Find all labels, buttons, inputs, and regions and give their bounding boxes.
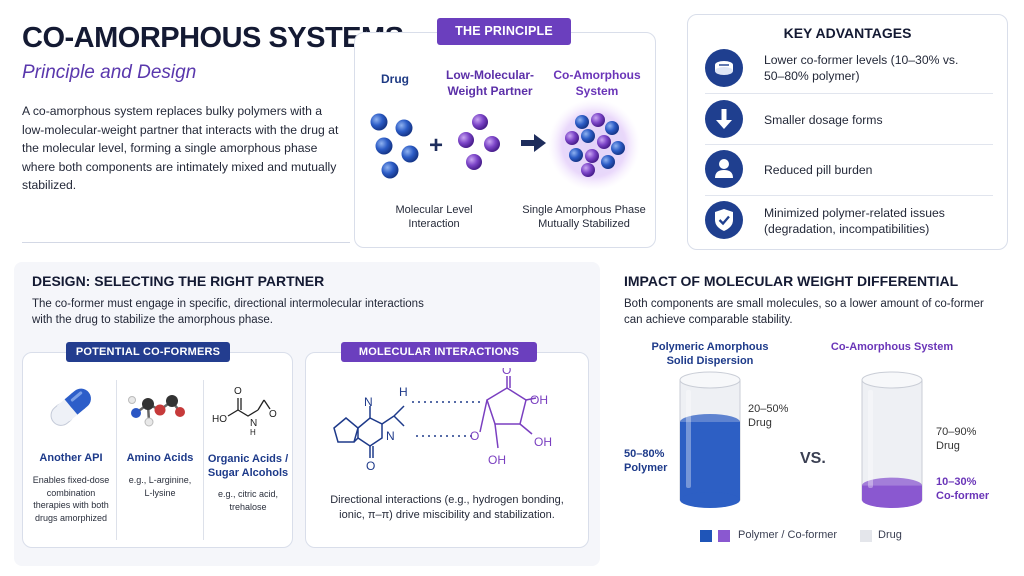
cylinder-base <box>862 492 922 508</box>
o-label: O <box>234 386 242 397</box>
principle-caption-right: Single Amorphous Phase Mutually Stabiliz… <box>522 204 646 230</box>
coformer-percent-label: 10–30% Co-former <box>936 476 990 502</box>
h-label: H <box>399 385 408 399</box>
legend-swatch-coformer <box>718 530 730 542</box>
o-label: O <box>366 459 375 473</box>
page-subtitle: Principle and Design <box>22 62 197 83</box>
amino-acid-model-icon <box>128 395 185 427</box>
cylinder-base <box>680 492 740 508</box>
advantage-item: Lower co-former levels (10–30% vs. 50–80… <box>705 47 995 89</box>
cylinder-title: Polymeric Amorphous Solid Dispersion <box>651 341 769 367</box>
o-label: O <box>470 429 479 443</box>
tablet-icon <box>705 49 743 87</box>
advantage-divider <box>705 93 993 94</box>
impact-description: Both components are small molecules, so … <box>624 298 984 326</box>
intro-text: A co-amorphous system replaces bulky pol… <box>22 104 339 192</box>
cylinder-chart <box>679 371 923 508</box>
coformers-badge: POTENTIAL CO-FORMERS <box>66 342 230 362</box>
polymer-percent-label: 50–80% Polymer <box>624 448 668 474</box>
advantage-text: Reduced pill burden <box>764 163 873 177</box>
advantage-divider <box>705 144 993 145</box>
coformer-divider <box>116 380 117 540</box>
h-label: H <box>250 428 256 437</box>
oh-label: OH <box>530 393 548 407</box>
arrow-right-icon <box>521 134 546 152</box>
result-label: Co-Amorphous System <box>553 68 641 98</box>
polymeric-cylinder <box>679 371 741 508</box>
drug-percent-label: 70–90% Drug <box>936 426 977 452</box>
advantage-text: Lower co-former levels (10–30% vs. 50–80… <box>764 53 959 83</box>
advantages-heading: KEY ADVANTAGES <box>783 25 912 41</box>
principle-caption-left: Molecular Level Interaction <box>395 204 473 230</box>
impact-heading: IMPACT OF MOLECULAR WEIGHT DIFFERENTIAL <box>624 273 959 289</box>
cylinder-highlight <box>868 390 873 488</box>
advantage-text: Minimized polymer-related issues (degrad… <box>764 206 945 236</box>
cylinder-rim <box>861 371 923 389</box>
legend-swatch-drug <box>860 530 872 542</box>
drug-label: Drug <box>381 72 409 86</box>
interactions-panel <box>305 352 589 548</box>
cylinder-rim <box>679 371 741 389</box>
coformer-divider <box>203 380 204 540</box>
advantage-text: Smaller dosage forms <box>764 113 883 127</box>
interactions-badge: MOLECULAR INTERACTIONS <box>341 342 537 362</box>
cylinder-highlight <box>686 390 691 488</box>
partner-molecules <box>458 114 500 170</box>
shield-check-icon <box>705 201 743 239</box>
person-icon <box>705 150 743 188</box>
drug-molecules <box>370 113 419 179</box>
design-description: The co-former must engage in specific, d… <box>32 298 424 326</box>
cylinder-fill-surface <box>680 414 740 430</box>
advantage-item: Minimized polymer-related issues (degrad… <box>705 200 995 242</box>
coformers-panel <box>22 352 293 548</box>
coformer-desc: e.g., L-arginine, L-lysine <box>128 475 192 498</box>
oh-label: OH <box>534 435 552 449</box>
legend: Polymer / Co-former Drug <box>700 528 960 544</box>
n-label: N <box>364 395 373 409</box>
arrow-down-icon <box>705 100 743 138</box>
legend-label: Polymer / Co-former <box>738 529 838 541</box>
interactions-caption: Directional interactions (e.g., hydrogen… <box>330 494 564 521</box>
advantage-item: Reduced pill burden <box>705 148 995 190</box>
ho-label: HO <box>212 414 227 425</box>
organic-acid-structure-icon: O HO N H O <box>212 386 277 437</box>
n-label: N <box>250 418 257 429</box>
principle-badge: THE PRINCIPLE <box>437 18 571 45</box>
capsule-icon <box>50 388 91 426</box>
o-label: O <box>502 368 511 377</box>
partner-label: Low-Molecular-Weight Partner <box>445 68 534 98</box>
o-label: O <box>269 409 277 420</box>
cylinder-fill-surface <box>862 477 922 494</box>
coformer-title: Another API <box>39 452 103 464</box>
coformer-desc: Enables fixed-dose combination therapies… <box>32 475 110 523</box>
cylinder-title: Co-Amorphous System <box>830 341 954 353</box>
header-divider <box>22 242 350 243</box>
legend-label: Drug <box>878 529 902 541</box>
oh-label: OH <box>488 453 506 467</box>
advantage-divider <box>705 195 993 196</box>
coformer-title: Amino Acids <box>126 452 194 464</box>
coformer-title: Organic Acids / Sugar Alcohols <box>207 453 289 479</box>
plus-sign: + <box>429 132 443 159</box>
legend-swatch-polymer <box>700 530 712 542</box>
principle-graphic: + <box>370 100 640 191</box>
coformer-desc: e.g., citric acid, trehalose <box>217 489 279 512</box>
design-heading: DESIGN: SELECTING THE RIGHT PARTNER <box>32 273 325 289</box>
cylinder-fill <box>680 422 740 500</box>
page-title: CO-AMORPHOUS SYSTEMS <box>22 22 404 54</box>
co-amorphous-cylinder <box>861 371 923 508</box>
co-amorphous-cluster <box>548 100 640 191</box>
n-label: N <box>386 429 395 443</box>
advantage-item: Smaller dosage forms <box>705 98 995 140</box>
vs-label: VS. <box>800 450 826 467</box>
interaction-diagram: N H N O O O OH OH OH <box>333 368 552 473</box>
drug-percent-label: 20–50% Drug <box>748 403 789 429</box>
